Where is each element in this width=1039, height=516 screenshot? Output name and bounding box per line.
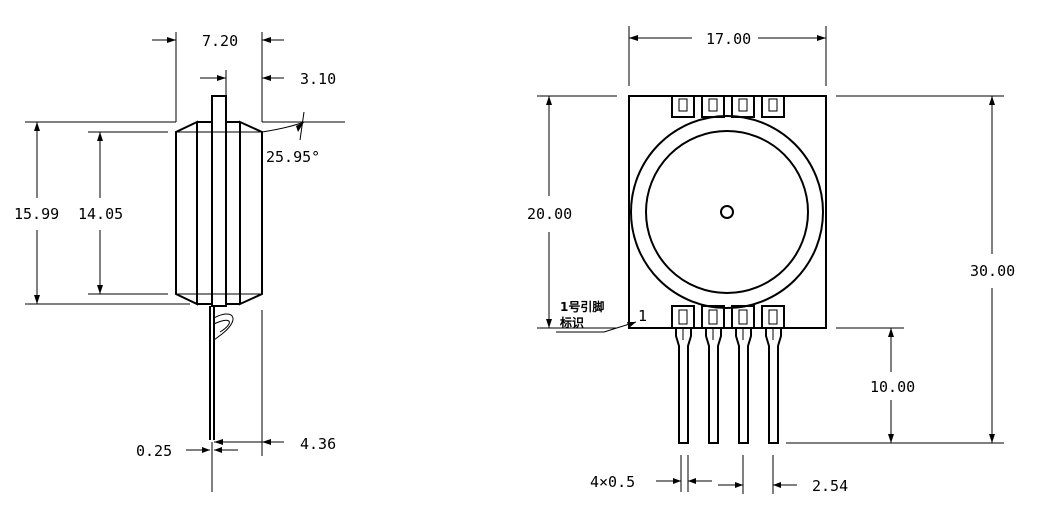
dim-top-width: 7.20 (152, 32, 284, 50)
pressure-port (720, 205, 734, 219)
pin1-marker-callout: 1号引脚 标识 1 (556, 299, 647, 333)
svg-text:15.99: 15.99 (14, 205, 59, 223)
side-view-lead (209, 306, 234, 440)
lead-1 (671, 305, 695, 444)
svg-text:10.00: 10.00 (870, 378, 915, 396)
svg-text:0.25: 0.25 (136, 442, 172, 460)
svg-text:标识: 标识 (559, 315, 584, 330)
dim-bevel-angle: 25.95° (261, 111, 320, 166)
lead-3 (731, 305, 755, 444)
front-view-extension-lines (537, 26, 1004, 494)
front-view: 17.00 20.00 30.00 10.00 (527, 26, 1015, 495)
dim-lead-width: 4×0.5 (590, 473, 712, 491)
lead-2 (701, 305, 725, 444)
svg-text:20.00: 20.00 (527, 205, 572, 223)
dim-lead-offset: 3.10 (200, 70, 336, 88)
svg-text:4.36: 4.36 (300, 435, 336, 453)
side-view-body (175, 95, 263, 307)
svg-text:4×0.5: 4×0.5 (590, 473, 635, 491)
svg-text:25.95°: 25.95° (266, 148, 320, 166)
svg-text:2.54: 2.54 (812, 477, 848, 495)
side-view: 7.20 3.10 25.95° 15.99 (14, 32, 345, 492)
dim-total-height-front: 30.00 (970, 96, 1015, 443)
dim-total-height-side: 15.99 (14, 122, 59, 304)
bottom-leads (671, 305, 785, 444)
svg-text:17.00: 17.00 (706, 30, 751, 48)
dim-lead-span: 4.36 (214, 435, 336, 453)
dim-pitch: 2.54 (718, 477, 848, 495)
svg-text:1号引脚: 1号引脚 (560, 299, 604, 314)
dim-lead-length: 10.00 (870, 328, 915, 443)
lead-4 (761, 305, 785, 444)
svg-text:7.20: 7.20 (202, 32, 238, 50)
top-pads (671, 95, 785, 118)
front-view-body (628, 95, 827, 329)
diaphragm-inner-circle (645, 130, 809, 294)
dim-inner-height-side: 14.05 (78, 132, 123, 294)
svg-text:1: 1 (638, 307, 647, 325)
svg-text:14.05: 14.05 (78, 205, 123, 223)
side-view-extension-lines (25, 32, 345, 492)
dim-width-front: 17.00 (629, 30, 826, 48)
dim-lead-thickness: 0.25 (136, 442, 238, 460)
svg-text:30.00: 30.00 (970, 262, 1015, 280)
diaphragm-outer-circle (630, 115, 824, 309)
svg-text:3.10: 3.10 (300, 70, 336, 88)
dim-body-height-front: 20.00 (527, 96, 572, 328)
